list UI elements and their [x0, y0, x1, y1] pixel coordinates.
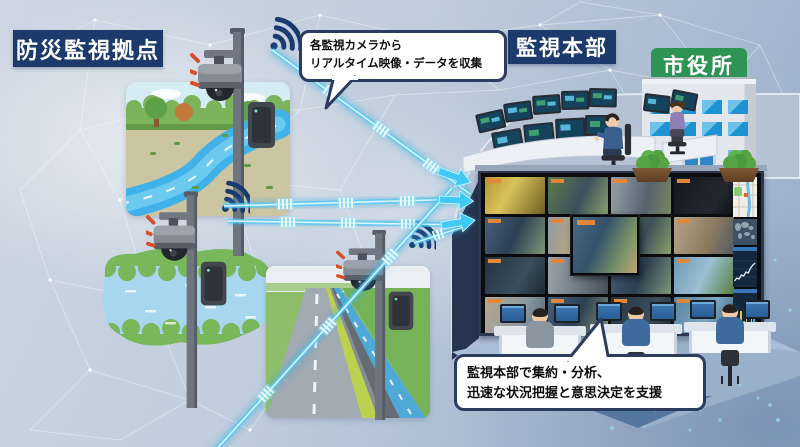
desk-monitor	[744, 300, 770, 319]
desk-monitor	[690, 300, 716, 319]
site-badge: 防災監視拠点	[13, 30, 163, 67]
operator	[526, 321, 554, 348]
camera-feed	[611, 177, 671, 214]
feed-label-tag	[488, 299, 501, 303]
analyze-callout: 監視本部で集約・分析、 迅速な状況把握と意思決定を支援	[454, 317, 706, 411]
desk-monitor	[650, 302, 676, 321]
callout-tail	[324, 74, 358, 110]
desk-monitor	[500, 304, 526, 323]
arrow-icon	[438, 190, 475, 211]
collect-callout: 各監視カメラから リアルタイム映像・データを収集	[299, 30, 507, 110]
feed-label-tag	[677, 259, 690, 263]
feed-label-tag	[551, 179, 564, 183]
camera-feed	[674, 217, 734, 254]
office-chair	[721, 350, 739, 376]
operator	[622, 319, 650, 346]
headquarters-badge: 監視本部	[508, 30, 616, 64]
feed-label-tag	[551, 299, 564, 303]
feed-label-tag	[488, 259, 501, 263]
feed-label-tag	[488, 179, 501, 183]
camera-feed	[485, 217, 545, 254]
camera-feed	[548, 177, 608, 214]
feed-label-tag	[488, 219, 501, 223]
feed-label-tag	[677, 219, 690, 223]
operator	[716, 317, 744, 344]
feed-label-tag	[577, 220, 595, 225]
planter	[719, 154, 759, 182]
callout-line: 各監視カメラから	[310, 40, 402, 52]
callout-line: 監視本部で集約・分析、	[467, 365, 611, 380]
callout-line: リアルタイム映像・データを収集	[310, 57, 483, 70]
callout-tail	[565, 317, 611, 362]
planter	[632, 154, 672, 182]
line-chart-panel	[733, 247, 757, 287]
world-map-panel	[733, 219, 757, 245]
featured-camera-feed	[571, 215, 639, 275]
callout-line: 迅速な状況把握と意思決定を支援	[467, 384, 663, 400]
camera-feed	[674, 257, 734, 294]
feed-label-tag	[551, 219, 564, 223]
feed-label-tag	[677, 179, 690, 183]
camera-feed	[485, 257, 545, 294]
city-map-panel	[733, 177, 757, 217]
city-hall-sign: 市役所	[651, 48, 747, 81]
room-side-face	[452, 180, 479, 360]
cctv-camera-icon	[146, 180, 250, 408]
camera-feed	[674, 177, 734, 214]
arrow-icon	[440, 212, 476, 233]
feed-label-tag	[551, 259, 564, 263]
feed-label-tag	[614, 179, 627, 183]
camera-feed	[485, 177, 545, 214]
cctv-camera-icon	[336, 220, 436, 420]
